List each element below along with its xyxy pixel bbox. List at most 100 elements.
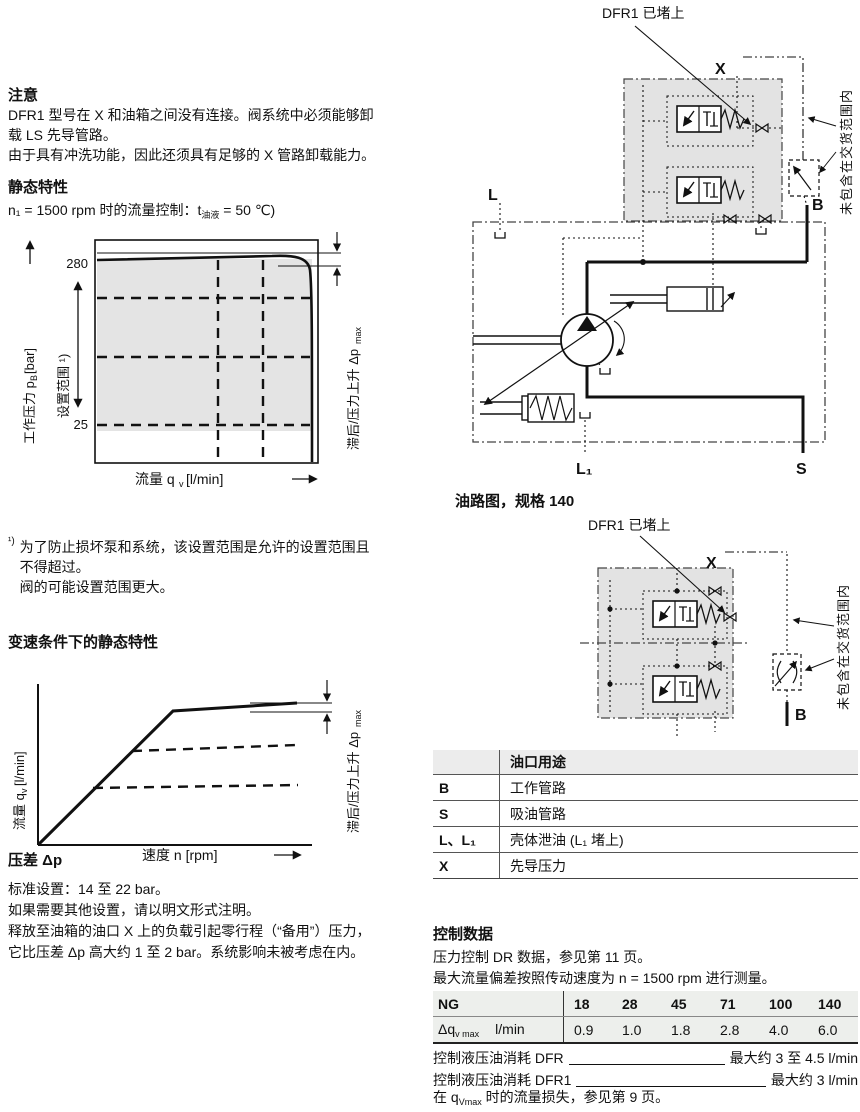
consumption-row: 控制液压油消耗 DFR1 最大约 3 l/min [433,1072,858,1088]
port-x-label: X [706,555,717,572]
tank-symbols [494,228,767,419]
svg-text:max: max [353,709,363,727]
chart2-dashed-settings [92,743,299,790]
svg-text:[l/min]: [l/min] [186,471,223,487]
static-characteristics-subtitle: n₁ = 1500 rpm 时的流量控制：t油液 = 50 ℃) [8,200,275,225]
not-included-annotation: 未包含在交货范围内 [839,89,854,215]
chart2-xlabel: 速度 n [rpm] [142,847,217,863]
stroking-cylinder [610,286,736,312]
port-l-label: L [488,187,498,204]
annotation-arrow [804,658,835,672]
junction-nodes [607,588,718,687]
pump-housing-boundary [472,221,826,443]
plugged-port-symbols [708,585,737,672]
chart1-dashed-settings [97,260,310,462]
chart1-ytick-280: 280 [66,256,88,271]
svg-text:max: max [353,326,363,344]
pilot-lines [609,554,788,736]
footnote-marker: ¹) [8,536,15,547]
note-title: 注意 [8,87,39,104]
variable-displacement-arrow [483,301,635,405]
ng-header-row: NG 18 28 45 71 100 140 [433,991,858,1017]
port-b-label: B [812,197,824,214]
dfr1-leader-line [639,535,726,614]
junction-node [640,259,646,265]
annotation-arrow [819,151,837,174]
ng-label: NG [438,995,459,1012]
flow-loss-note: 在 qVmax 时的流量损失，参见第 9 页。 [433,1089,670,1107]
svg-text:B: B [29,375,39,381]
svg-text:未包含在交货范围内: 未包含在交货范围内 [839,89,854,215]
variable-speed-chart: 流量 q v [l/min] 速度 n [rpm] 滞后/压力上升 Δp max [12,680,363,863]
external-pilot-line [743,56,804,160]
svg-text:v: v [179,479,184,489]
throttle-arrow [774,660,798,687]
svg-text:工作压力 p: 工作压力 p [22,381,37,444]
pilot-line-frames [666,95,754,218]
subtitle-sub: 油液 [201,210,220,220]
port-usage-header: 油口用途 [499,750,858,774]
svg-text:流量 q: 流量 q [12,793,27,830]
subtitle-post: = 50 ℃) [219,202,276,218]
annotation-arrow [807,116,837,127]
port-b-label: B [795,707,807,724]
control-data-title: 控制数据 [433,926,494,943]
note-section: 注意 DFR1 型号在 X 和油箱之间没有连接。阀系统中必须能够卸 载 LS 先… [8,84,375,165]
chart1-right-label: 滞后/压力上升 Δp max [346,326,363,450]
circuit-diagram-size140: DFR1 已堵上 X B 未包含在交货范围内 [580,517,851,736]
table-header-row: 油口用途 [433,750,858,775]
pressure-diff-label: 压差 Δp [8,852,63,869]
dfr1-callout: DFR1 已堵上 [602,5,684,21]
port-x-label: X [715,61,726,78]
diagram-caption: 油路图，规格 140 [455,493,575,510]
external-valve-arrow [793,165,812,191]
external-throttle-box [772,653,802,691]
annotation-arrow [792,617,835,627]
svg-text:[bar]: [bar] [22,348,37,374]
not-included-annotation: 未包含在交货范围内 [836,584,851,710]
note-line: 由于具有冲洗功能，因此还须具有足够的 X 管路卸载能力。 [8,147,376,163]
chart1-ytick-25: 25 [74,417,88,432]
dfr1-leader-line [634,25,752,125]
control-data-text: 压力控制 DR 数据，参见第 11 页。 最大流量偏差按照传动速度为 n = 1… [433,949,776,986]
table-row: L、L₁ 壳体泄油 (L₁ 堵上) [433,827,858,853]
chart1-ylabel: 工作压力 p B [bar] [22,348,39,444]
svg-text:[l/min]: [l/min] [12,751,27,786]
chart1-ylabel2: 设置范围 ¹) [56,354,71,418]
leader-line [568,1064,725,1065]
svg-text:v: v [19,788,29,793]
footnote: ¹) 为了防止损坏泵和系统，该设置范围是允许的设置范围且 不得超过。 阀的可能设… [8,536,370,595]
table-row: B 工作管路 [433,775,858,801]
external-valve-box [788,159,820,197]
plugged-port-symbols [723,122,772,225]
svg-text:未包含在交货范围内: 未包含在交货范围内 [836,584,851,710]
table-row: S 吸油管路 [433,801,858,827]
consumption-section: 控制液压油消耗 DFR 最大约 3 至 4.5 l/min 控制液压油消耗 DF… [433,1046,858,1090]
port-s-label: S [796,461,807,478]
port-usage-table: 油口用途 B 工作管路 S 吸油管路 L、L₁ 壳体泄油 (L₁ 堵上) X 先… [433,750,858,879]
subtitle-pre: n₁ = 1500 rpm 时的流量控制：t [8,202,202,218]
pilot-lines [499,76,808,452]
rotation-arrow [613,320,625,357]
chart2-right-label: 滞后/压力上升 Δp max [346,709,363,833]
chart1-xlabel: 流量 q v [l/min] [135,471,223,489]
dfr1-callout: DFR1 已堵上 [588,517,670,533]
static-characteristics-title: 静态特性 [8,179,69,196]
chart2-ylabel: 流量 q v [l/min] [12,751,29,830]
static-characteristics-chart: 280 25 工作压力 p B [bar] 设置范围 ¹) 流量 q v [l/… [22,232,363,489]
circuit-diagram-main: DFR1 已堵上 X L B L₁ S 未包含在交货范围内 [472,5,854,478]
svg-text:滞后/压力上升 Δp: 滞后/压力上升 Δp [346,349,361,450]
note-line: DFR1 型号在 X 和油箱之间没有连接。阀系统中必须能够卸 [8,107,374,123]
leader-line [576,1086,766,1087]
bias-cylinder [480,393,575,423]
svg-text:滞后/压力上升 Δp: 滞后/压力上升 Δp [346,732,361,833]
table-row: X 先导压力 [433,853,858,879]
svg-text:设置范围 ¹): 设置范围 ¹) [56,354,71,418]
svg-text:流量 q: 流量 q [135,471,175,487]
note-line: 载 LS 先导管路。 [8,127,117,143]
variable-speed-title: 变速条件下的静态特性 [8,634,159,651]
consumption-row: 控制液压油消耗 DFR 最大约 3 至 4.5 l/min [433,1050,858,1066]
